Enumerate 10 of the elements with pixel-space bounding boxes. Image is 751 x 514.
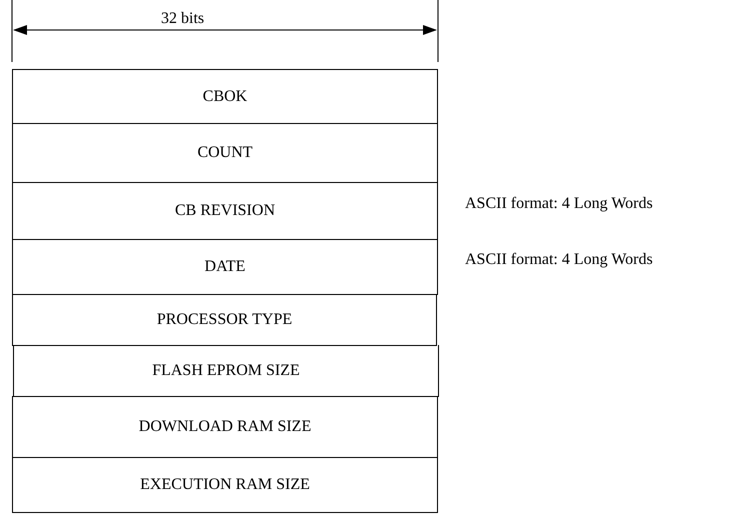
field-name: DATE xyxy=(204,258,246,276)
field-name: CB REVISION xyxy=(174,202,275,220)
field-name: FLASH EPROM SIZE xyxy=(152,362,300,380)
field-name: DOWNLOAD RAM SIZE xyxy=(138,418,312,436)
field-name: EXECUTION RAM SIZE xyxy=(140,476,310,494)
field-name: CBOK xyxy=(202,88,248,106)
field-name: PROCESSOR TYPE xyxy=(156,310,292,328)
field-name: COUNT xyxy=(197,144,253,162)
field-note: ASCII format: 4 Long Words xyxy=(465,251,653,269)
field-note: ASCII format: 4 Long Words xyxy=(465,195,653,213)
